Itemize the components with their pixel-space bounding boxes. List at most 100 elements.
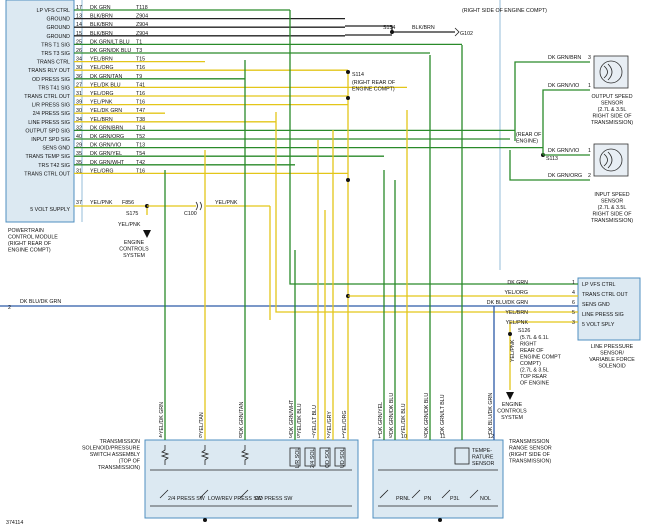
range-wire-color: YEL/DK BLU <box>401 403 407 434</box>
lps-title: VARIABLE FORCE <box>589 357 635 363</box>
solenoid-coil-label: 2/4 SOL <box>310 449 316 468</box>
pcm-5v-wire: YEL/PNK <box>90 200 113 206</box>
s175-dest: CONTROLS <box>119 247 149 253</box>
pcm-circuit-id: T15 <box>136 57 145 63</box>
ground-g102-note: (RIGHT SIDE OF ENGINE COMPT) <box>462 8 547 14</box>
splice-s126-note: OF ENGINE <box>520 381 550 387</box>
lps-wire-color: DK BLU/DK GRN <box>487 300 528 306</box>
iss-title: RIGHT SIDE OF <box>592 212 632 218</box>
splice-s113: S113 <box>546 156 558 162</box>
solenoid-pin: 2 <box>327 434 330 440</box>
c100-wire: YEL/PNK <box>215 200 238 206</box>
pcm-pin-number: 39 <box>76 100 82 106</box>
range-title: RANGE SENSOR <box>509 446 552 452</box>
range-title: (RIGHT SIDE OF <box>509 452 551 458</box>
pcm-wire-color: BLK/BRN <box>90 31 113 37</box>
pcm-wire-color: BLK/BRN <box>90 14 113 20</box>
range-temp-label: SENSOR <box>472 461 495 467</box>
pcm-pin-label: TRS T42 SIG <box>38 163 70 169</box>
s126-dest: ENGINE <box>502 402 523 408</box>
pcm-circuit-id: T38 <box>136 117 145 123</box>
side-wire: DK BLU/DK GRN <box>20 299 61 305</box>
pcm-wire-color: YEL/ORG <box>90 91 114 97</box>
pcm-pin-number: 13 <box>76 14 82 20</box>
pcm-pin-label: SENS GND <box>42 146 70 152</box>
solenoid-title: SOLENOID/PRESSURE <box>82 446 140 452</box>
splice-s126-note: TOP REAR <box>520 374 547 380</box>
solenoid-title: TRANSMISSION) <box>98 465 140 471</box>
pcm-pin-number: 31 <box>76 168 82 174</box>
range-temp-label: RATURE <box>472 455 494 461</box>
lps-pin-number: 6 <box>572 300 575 306</box>
pcm-pin-number: 35 <box>76 160 82 166</box>
pcm-circuit-id: Z904 <box>136 22 148 28</box>
pcm-circuit-id: Z904 <box>136 14 148 20</box>
range-wire-color: DK GRN/YEL <box>378 402 384 434</box>
solenoid-switch-label: OD PRESS SW <box>255 496 292 502</box>
solenoid-wire-color: YEL/ORG <box>342 410 348 434</box>
pcm-wire-color: DK GRN/TAN <box>90 74 122 80</box>
splice-s126-note: (2.7L & 3.5L <box>520 368 549 374</box>
pcm-pin-number: 34 <box>76 117 82 123</box>
pcm-pin-number: 29 <box>76 143 82 149</box>
pcm-wire-color: YEL/ORG <box>90 168 114 174</box>
range-pin: 12 <box>488 434 494 440</box>
pcm-circuit-id: T16 <box>136 100 145 106</box>
pcm-pin-number: 25 <box>76 39 82 45</box>
pcm-circuit-id: T9 <box>136 74 142 80</box>
lps-pin-label: SENS GND <box>582 302 610 308</box>
oss-title: RIGHT SIDE OF <box>592 114 632 120</box>
solenoid-internals <box>150 445 352 522</box>
solenoid-wire-color: YEL/DK GRN <box>159 402 165 434</box>
pcm-wire-color: DK GRN/YEL <box>90 151 122 157</box>
iss-title: SENSOR <box>601 199 624 205</box>
line-pressure-sensor-box <box>577 277 641 341</box>
splice-s126-note: COMPT) <box>520 361 541 367</box>
pcm-circuit-id: T16 <box>136 168 145 174</box>
range-title: TRANSMISSION) <box>509 459 551 465</box>
pcm-title: (RIGHT REAR OF <box>8 241 52 247</box>
range-title: TRANSMISSION <box>509 439 549 445</box>
lps-pin-number: 1 <box>572 280 575 286</box>
pcm-pin-label: TRS T41 SIG <box>38 85 70 91</box>
input-speed-sensor <box>593 143 629 177</box>
pcm-pin-number: 34 <box>76 57 82 63</box>
lps-pin-label: LINE PRESS SIG <box>582 312 624 318</box>
pcm-pin-label: LINE PRESS SIG <box>28 120 70 126</box>
solenoid-pin: 4 <box>159 434 162 440</box>
oss-wire: DK GRN/BRN <box>548 55 581 61</box>
splice-s154-wire: BLK/BRN <box>412 25 435 31</box>
pcm-wire-color: DK GRN/LT BLU <box>90 39 130 45</box>
pcm-wire-color: DK GRN/VIO <box>90 143 121 149</box>
figure-id: 374114 <box>6 520 23 526</box>
oss-pin: 1 <box>588 83 591 89</box>
pcm-pin-label: TRS T1 SIG <box>41 42 70 48</box>
oss-title: (2.7L & 3.5L <box>598 107 627 113</box>
range-pin: 9 <box>424 434 427 440</box>
pcm-pin-number: 30 <box>76 65 82 71</box>
pcm-circuit-id: T54 <box>136 151 145 157</box>
pcm-5v-circuit: F856 <box>122 200 134 206</box>
s126-wire: YEL/PNK <box>510 339 516 362</box>
pcm-pin-number: 15 <box>76 31 82 37</box>
lps-title: LINE PRESSURE <box>591 344 634 350</box>
pcm-circuit-id: Z904 <box>136 31 148 37</box>
splice-s113-note: ENGINE) <box>516 139 538 145</box>
solenoid-coil-label: UD SOL <box>340 448 346 468</box>
pcm-circuit-id: T41 <box>136 82 145 88</box>
s175-dest: SYSTEM <box>123 253 145 259</box>
pcm-pin-label: TRANS CTRL <box>37 60 70 66</box>
pcm-pin-label: TRANS CTRL OUT <box>24 94 70 100</box>
range-sensor-box <box>372 439 504 519</box>
pcm-wire-color: YEL/PNK <box>90 100 113 106</box>
lps-wire-color: YEL/BRN <box>505 310 528 316</box>
pcm-circuit-id: T118 <box>136 5 148 11</box>
solenoid-coil-label: L/R SOL <box>295 448 301 468</box>
output-speed-sensor <box>593 55 629 89</box>
solenoid-pin: 1 <box>342 434 345 440</box>
pcm-pin-label: TRS T3 SIG <box>41 51 70 57</box>
oss-title: OUTPUT SPEED <box>591 94 632 100</box>
iss-title: (2.7L & 3.5L <box>598 205 627 211</box>
range-temp-label: TEMPE- <box>472 448 492 454</box>
ground-g102: G102 <box>460 31 473 37</box>
